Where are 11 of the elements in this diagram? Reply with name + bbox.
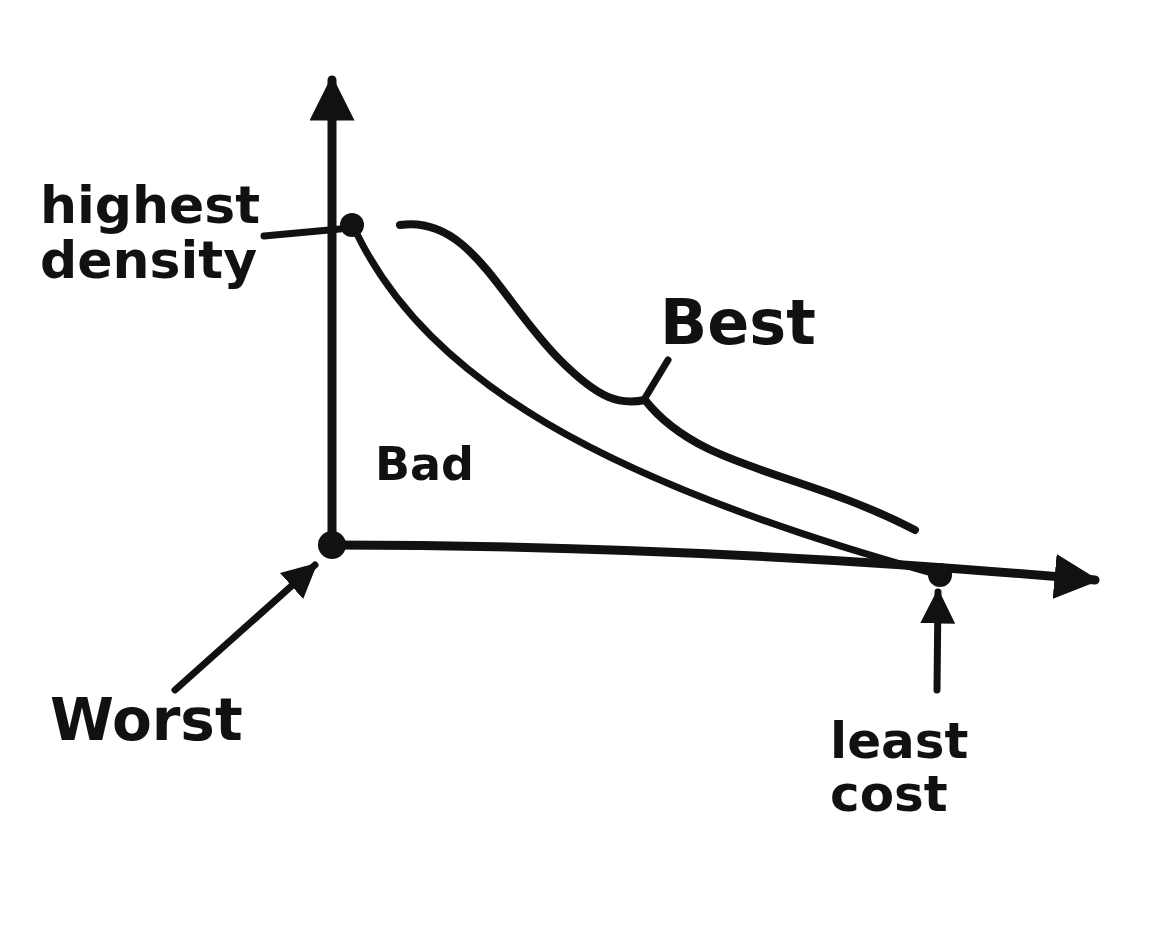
point-marker [928,563,952,587]
leader-line [260,225,344,240]
region-label: Bad [375,440,475,489]
annotation-text: least cost [830,715,1050,820]
point-marker [340,213,364,237]
arrow [920,588,956,694]
arrow [171,561,319,694]
annotation-text: Best [660,290,816,356]
leader-line [641,356,672,402]
annotation-text: Worst [50,690,243,751]
annotation-text: highest density [40,178,330,288]
